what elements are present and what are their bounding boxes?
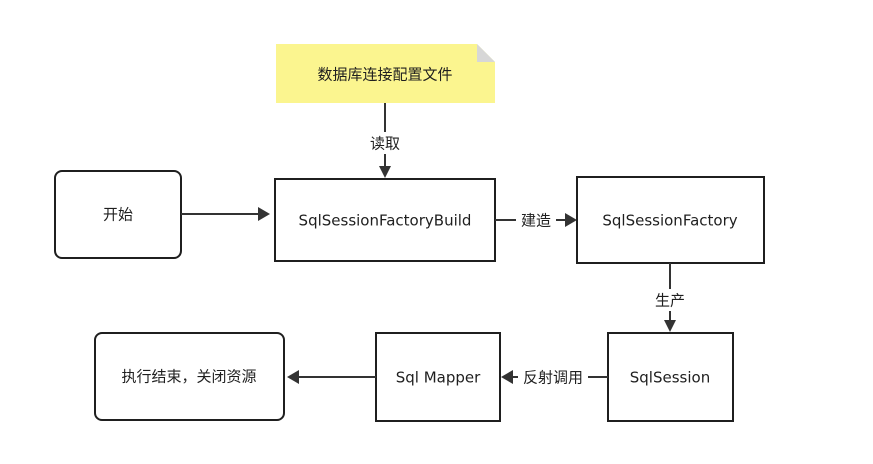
arrowhead-right bbox=[258, 207, 270, 221]
note-folded-corner bbox=[477, 44, 495, 62]
edge-read: 读取 bbox=[365, 103, 405, 178]
builder-node-label: SqlSessionFactoryBuild bbox=[299, 212, 472, 230]
edge-build: 建造 bbox=[495, 209, 577, 231]
mapper-node-label: Sql Mapper bbox=[396, 369, 481, 387]
edge-start-to-builder bbox=[181, 207, 270, 221]
end-node-label: 执行结束，关闭资源 bbox=[121, 368, 256, 386]
edge-read-label: 读取 bbox=[370, 135, 400, 153]
session-node-label: SqlSession bbox=[630, 369, 710, 387]
arrowhead-down bbox=[664, 320, 676, 332]
arrowhead-left bbox=[287, 370, 299, 384]
start-node-label: 开始 bbox=[103, 206, 133, 224]
factory-node[interactable]: SqlSessionFactory bbox=[576, 176, 765, 264]
mapper-node-box bbox=[375, 332, 501, 422]
edge-reflect-label: 反射调用 bbox=[523, 369, 583, 387]
arrowhead-down bbox=[379, 166, 391, 178]
config-file-note-label: 数据库连接配置文件 bbox=[317, 66, 452, 84]
session-node-box bbox=[607, 332, 734, 422]
end-node[interactable]: 执行结束，关闭资源 bbox=[94, 332, 285, 421]
session-node[interactable]: SqlSession bbox=[607, 332, 734, 422]
edge-reflect: 反射调用 bbox=[501, 366, 608, 388]
factory-node-box bbox=[576, 176, 765, 264]
edge-produce: 生产 bbox=[650, 263, 690, 332]
note-body bbox=[276, 44, 495, 103]
builder-node-box bbox=[274, 178, 496, 262]
config-file-note[interactable]: 数据库连接配置文件 bbox=[276, 44, 495, 103]
arrowhead-left bbox=[501, 370, 513, 384]
edge-finish bbox=[287, 370, 376, 384]
edge-build-label: 建造 bbox=[521, 212, 551, 230]
mapper-node[interactable]: Sql Mapper bbox=[375, 332, 501, 422]
builder-node[interactable]: SqlSessionFactoryBuild bbox=[274, 178, 496, 262]
factory-node-label: SqlSessionFactory bbox=[602, 212, 737, 230]
start-node[interactable]: 开始 bbox=[54, 170, 182, 259]
end-node-box bbox=[94, 332, 285, 421]
arrowhead-right bbox=[565, 213, 577, 227]
edge-produce-label: 生产 bbox=[655, 292, 685, 310]
